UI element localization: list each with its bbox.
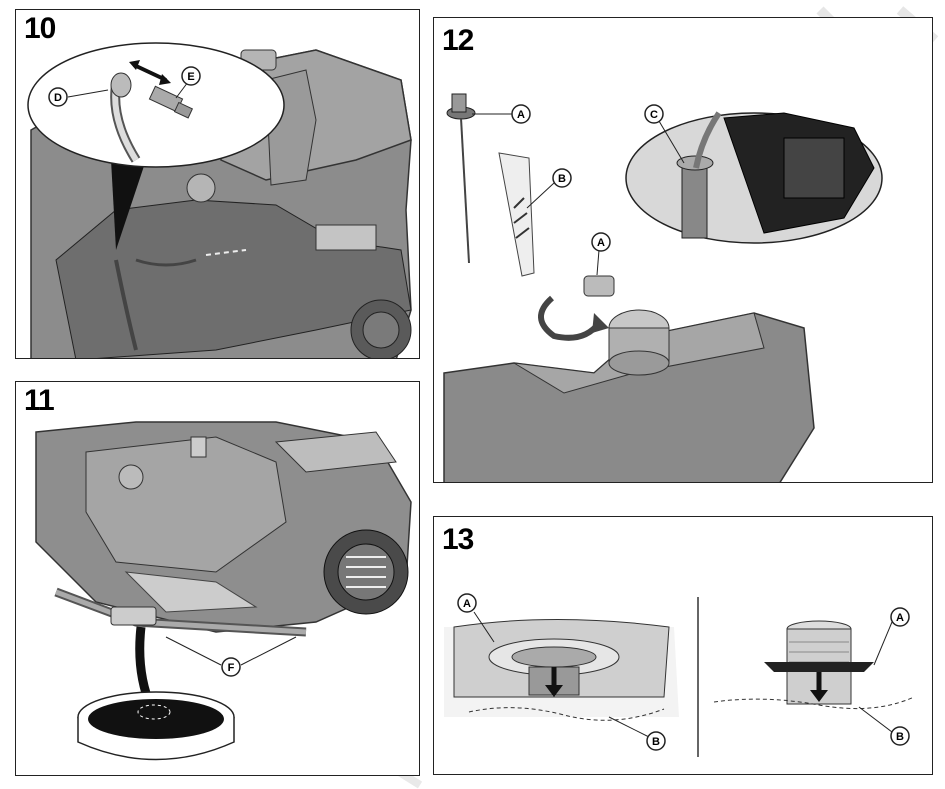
- engine-illustration: D E: [27, 42, 412, 358]
- callout-a-left: A: [463, 598, 471, 610]
- callout-a-marker: [457, 593, 477, 613]
- callout-b: B: [558, 173, 566, 185]
- callout-a-marker: [511, 104, 531, 124]
- step-13-panel: 13 A B A B: [433, 516, 933, 775]
- oil-fill-illustration: A B A B: [444, 593, 915, 757]
- callout-b-right: B: [896, 731, 904, 743]
- callout-d-marker: [48, 87, 68, 107]
- callout-c: C: [650, 109, 658, 121]
- dipstick-illustration: A B C A: [443, 93, 883, 482]
- callout-c-marker: [644, 104, 664, 124]
- step-12-panel: 12 A B C A: [433, 17, 933, 483]
- step-number: 11: [24, 384, 55, 417]
- callout-f-marker: [221, 657, 241, 677]
- callout-d: D: [54, 92, 62, 104]
- callout-a-2: A: [597, 237, 605, 249]
- callout-b-marker: [646, 731, 666, 751]
- callout-b-marker: [552, 168, 572, 188]
- callout-b-left: B: [652, 736, 660, 748]
- step-number: 12: [442, 24, 474, 57]
- drain-illustration: F: [35, 421, 412, 761]
- callout-a-right: A: [896, 612, 904, 624]
- step-11-panel: 11 F: [15, 381, 420, 776]
- callout-a2-marker: [591, 232, 611, 252]
- step-10-panel: 10 D E: [15, 9, 420, 359]
- callout-e: E: [187, 71, 194, 83]
- callout-b2-marker: [890, 726, 910, 746]
- step-number: 10: [24, 12, 56, 45]
- callout-e-marker: [181, 66, 201, 86]
- callout-f: F: [228, 662, 235, 674]
- callout-a-1: A: [517, 109, 525, 121]
- callout-a2-marker: [890, 607, 910, 627]
- step-number: 13: [442, 523, 474, 556]
